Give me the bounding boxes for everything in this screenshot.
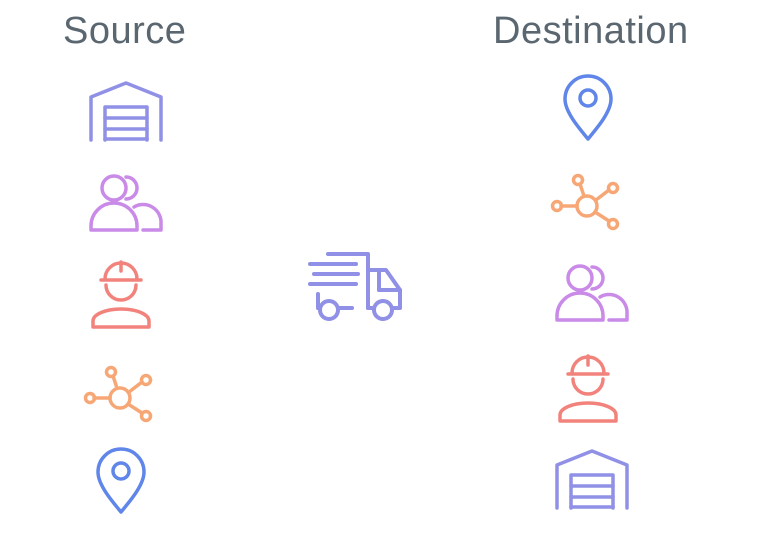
worker-icon: [557, 352, 619, 424]
worker-icon: [90, 258, 152, 330]
destination-heading: Destination: [493, 10, 689, 52]
users-icon: [88, 172, 164, 234]
warehouse-icon: [554, 448, 630, 510]
warehouse-icon: [88, 80, 164, 142]
source-heading: Source: [63, 10, 187, 52]
location-pin-icon: [561, 72, 615, 142]
network-icon: [550, 173, 623, 232]
location-pin-icon: [94, 445, 148, 515]
delivery-truck-icon: [306, 246, 406, 326]
network-icon: [83, 365, 156, 424]
users-icon: [554, 262, 630, 324]
